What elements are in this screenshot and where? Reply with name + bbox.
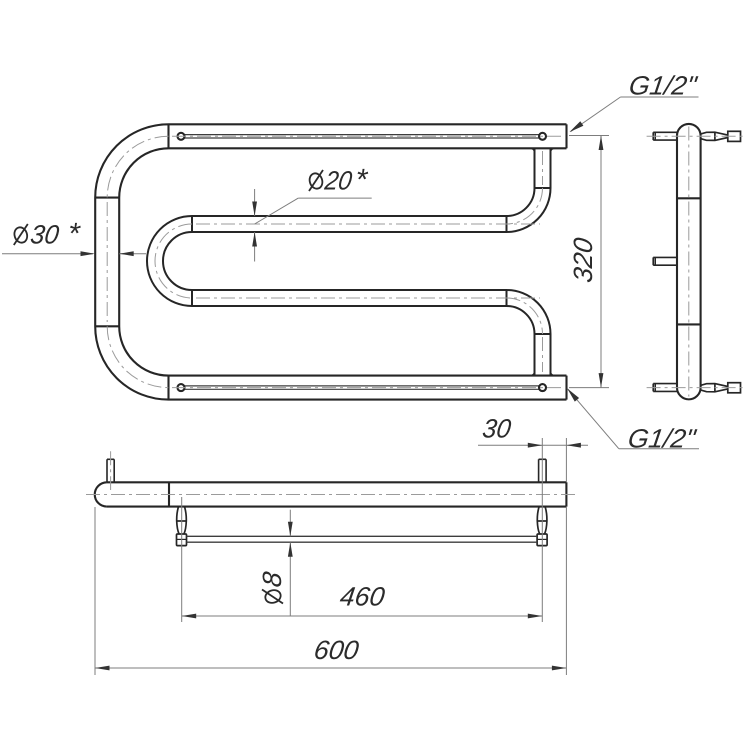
svg-text:30: 30	[481, 413, 514, 444]
svg-text:20: 20	[322, 166, 354, 195]
svg-text:600: 600	[312, 635, 361, 665]
svg-text:30: 30	[29, 219, 62, 250]
svg-text:8: 8	[257, 570, 287, 589]
svg-text:G1/2": G1/2"	[626, 424, 699, 454]
svg-text:G1/2": G1/2"	[627, 71, 700, 101]
svg-text:320: 320	[568, 236, 598, 285]
svg-text:460: 460	[338, 582, 387, 612]
